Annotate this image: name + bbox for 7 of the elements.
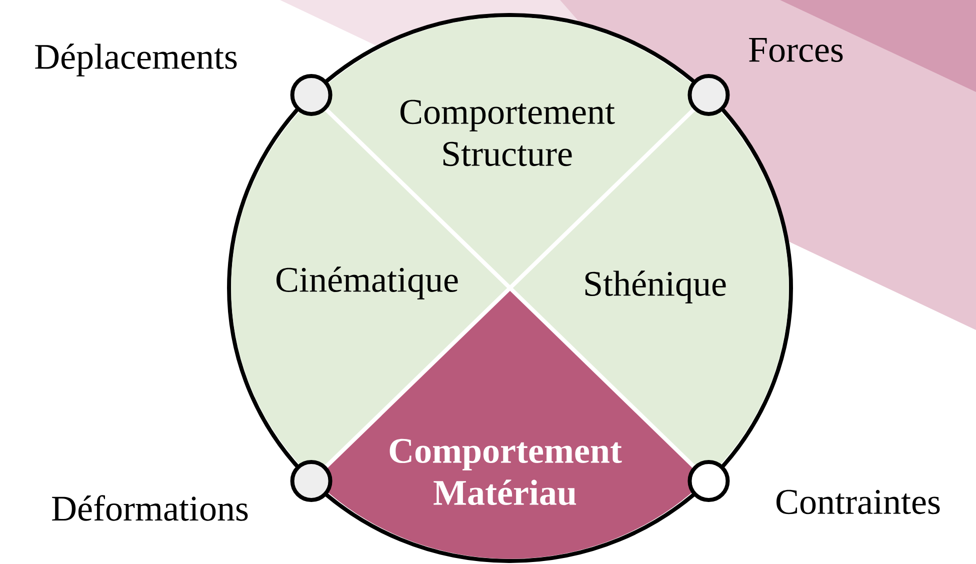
joint-circle	[290, 460, 332, 502]
corner-label: Déformations	[52, 495, 248, 521]
corner-label: Forces	[749, 38, 843, 62]
corner-label: Contraintes	[776, 490, 940, 514]
joint-circle	[290, 74, 332, 116]
corner-label: Déplacements	[35, 44, 237, 76]
joint-circle	[688, 460, 730, 502]
